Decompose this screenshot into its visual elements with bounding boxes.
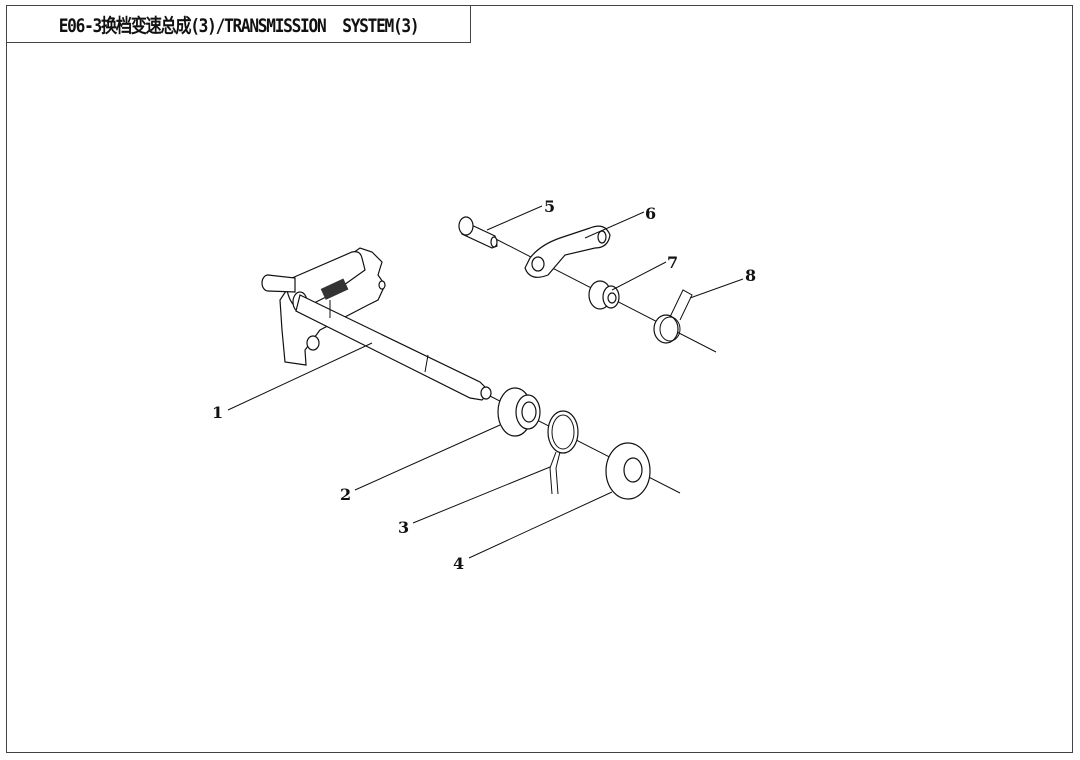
callout-7: 7 [667, 253, 678, 272]
leader-line-5 [486, 205, 543, 231]
leader-line-2 [354, 424, 501, 491]
callout-8: 8 [745, 266, 756, 285]
part-4-washer[interactable] [605, 442, 651, 500]
callout-2: 2 [340, 485, 351, 504]
part-5-bolt[interactable] [458, 216, 498, 249]
part-2-bushing[interactable] [497, 387, 541, 437]
callout-5: 5 [544, 197, 555, 216]
part-1-shift-shaft[interactable] [261, 247, 492, 401]
page-title: E06-3换档变速总成(3)/TRANSMISSION SYSTEM(3) [58, 14, 420, 37]
leader-line-1 [227, 342, 373, 411]
leader-line-6 [584, 211, 645, 239]
leader-line-4 [468, 491, 613, 559]
callout-3: 3 [398, 518, 409, 537]
drawing-frame [6, 5, 1073, 753]
part-6-shift-arm[interactable] [524, 225, 611, 278]
leader-line-7 [611, 261, 667, 291]
title-box: E06-3换档变速总成(3)/TRANSMISSION SYSTEM(3) [6, 5, 471, 43]
callout-1: 1 [212, 403, 223, 422]
leader-line-8 [689, 278, 744, 299]
callout-4: 4 [453, 554, 464, 573]
part-3-spring-clip[interactable] [547, 410, 579, 495]
part-8-torsion-spring[interactable] [653, 289, 693, 344]
leader-line-3 [412, 466, 551, 524]
part-7-collar[interactable] [588, 280, 620, 310]
callout-6: 6 [645, 204, 656, 223]
